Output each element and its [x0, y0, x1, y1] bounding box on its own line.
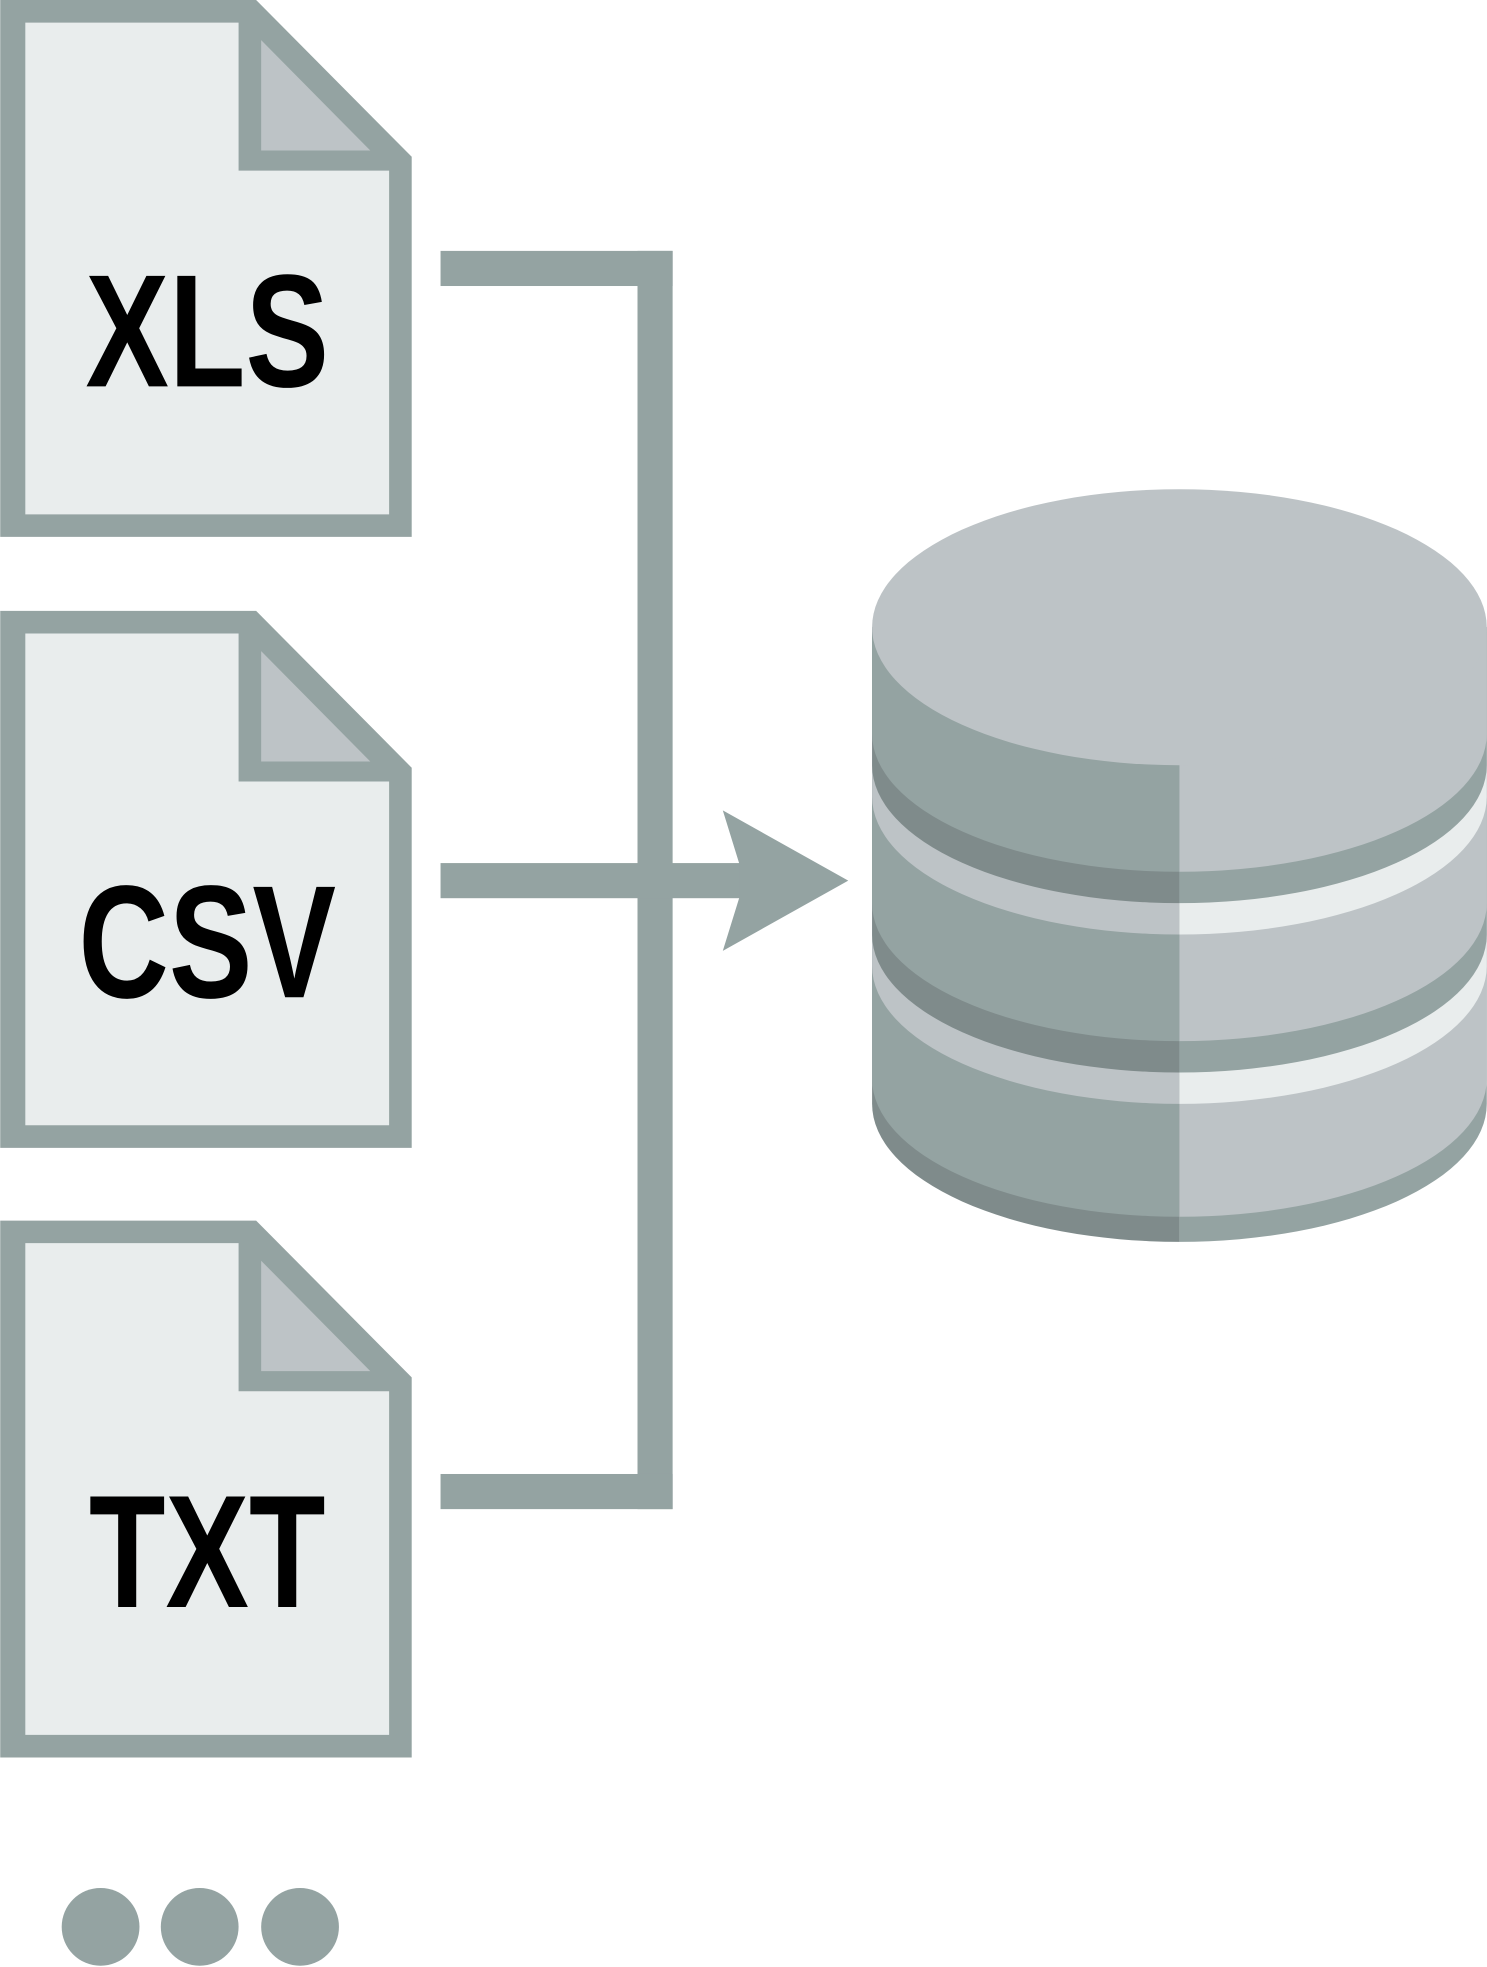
- file-type-label: CSV: [78, 852, 336, 1032]
- connector-lines: [440, 250, 849, 1510]
- connector-bottom: [440, 1473, 673, 1510]
- file-document-csv: CSV: [0, 610, 412, 1148]
- folded-corner-icon: [261, 651, 371, 762]
- folded-corner-icon: [261, 1260, 371, 1372]
- file-document-txt: TXT: [0, 1220, 412, 1758]
- arrow-head-icon: [722, 810, 849, 951]
- more-files-ellipsis-icon: [61, 1887, 339, 1966]
- db-top-face: [872, 489, 1487, 766]
- file-document-xls: XLS: [0, 0, 412, 537]
- file-type-label: TXT: [89, 1462, 326, 1642]
- connector-top: [440, 250, 673, 287]
- file-type-label: XLS: [85, 241, 329, 421]
- database-icon: [872, 489, 1487, 1242]
- connector-middle: [440, 863, 742, 899]
- folded-corner-icon: [261, 40, 371, 151]
